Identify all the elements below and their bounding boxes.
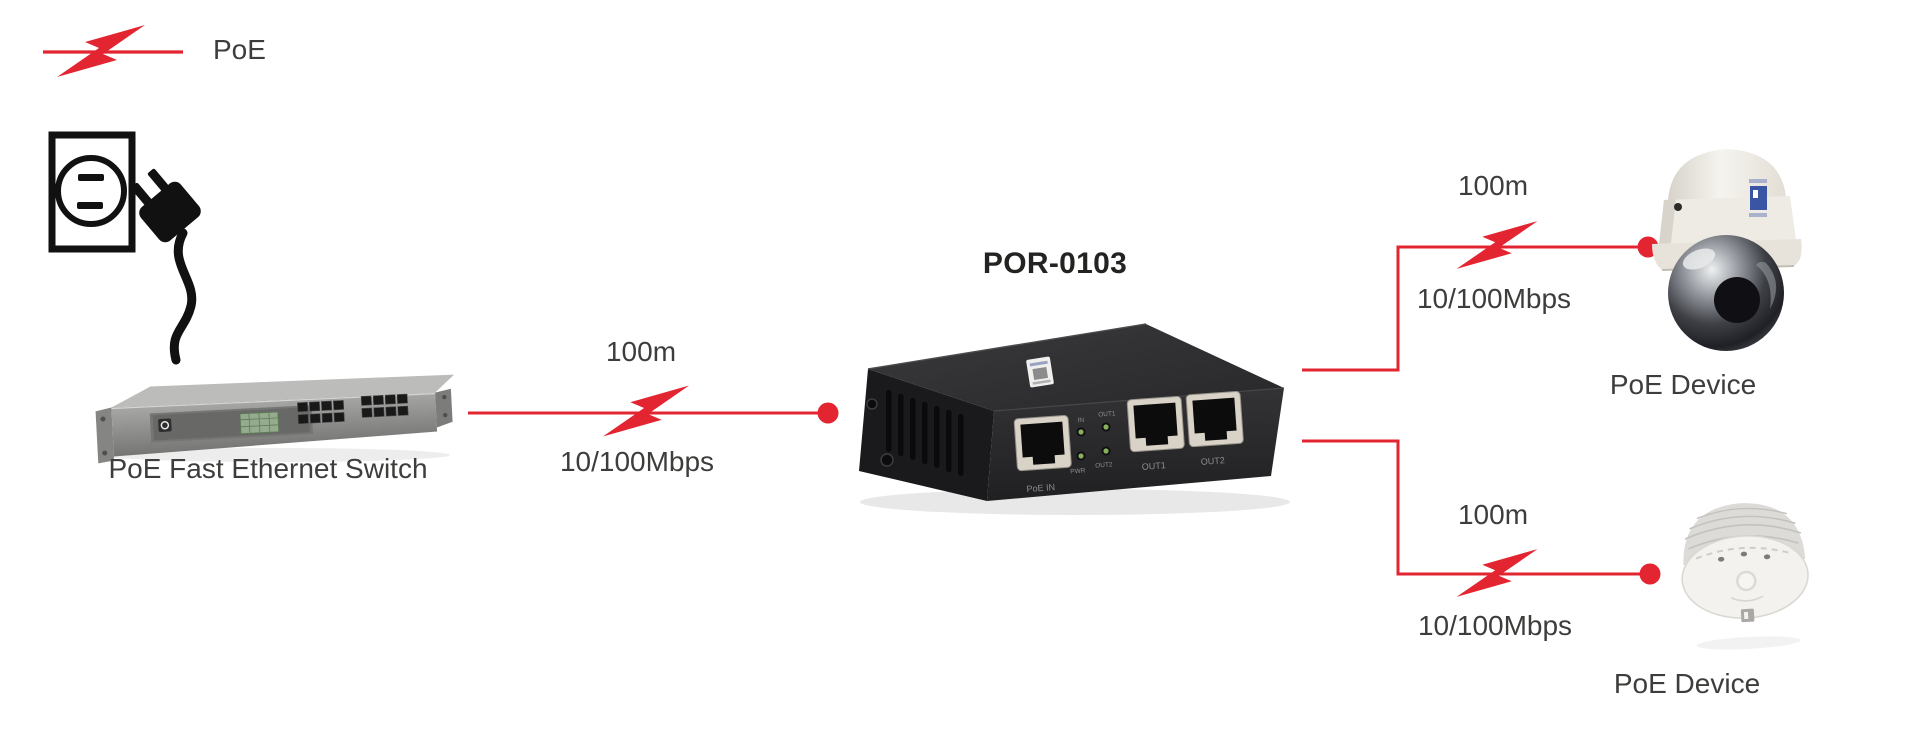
screw-hole [1674,203,1682,211]
status-leds [1076,422,1111,461]
poe-legend-icon [43,25,183,77]
lightning-bolt-icon [602,385,690,437]
connection-endpoint-dot [1639,563,1661,585]
port-label-out2: OUT2 [1200,455,1225,467]
link-switch-to-injector [468,385,839,437]
injector-title: POR-0103 [982,247,1128,280]
port-label-out1: OUT1 [1141,460,1166,472]
power-outlet-icon [48,131,136,253]
connection-endpoint-dot [817,402,839,424]
link3-speed-label: 10/100Mbps [1417,610,1573,641]
link2-speed-label: 10/100Mbps [1416,283,1572,314]
port-label-poe-in: PoE IN [1026,482,1055,494]
rj45-port-poe-in [1013,414,1072,472]
switch-logo [158,418,172,433]
access-point-label: PoE Device [1613,668,1761,699]
switch-port-group-2 [360,393,409,418]
vent-grille [886,390,964,476]
led-label-pwr: PWR [1070,467,1086,475]
link-injector-to-access-point [1302,439,1661,597]
link1-speed-label: 10/100Mbps [559,446,715,477]
switch-label: PoE Fast Ethernet Switch [108,453,428,484]
access-point-illustration [1681,503,1809,650]
switch-lcd [239,411,280,435]
led-label-out1: OUT1 [1098,410,1116,418]
led-label-out2: OUT2 [1095,461,1113,469]
screw-hole [880,453,894,467]
led-label-in: IN [1077,417,1084,424]
ap-led [1717,556,1725,562]
rj45-port-out1 [1126,395,1185,453]
screw-hole [866,398,878,410]
legend-label: PoE [213,34,266,65]
injector-illustration: IN OUT1 PWR OUT2 PoE IN OUT1 OUT2 [859,323,1290,515]
camera-label: PoE Device [1609,369,1757,400]
rj45-port-out2 [1185,390,1244,448]
switch-illustration [95,374,455,464]
ap-logo [1740,608,1755,623]
power-plug-icon [131,168,201,243]
switch-port-group-1 [297,400,345,425]
link1-distance-label: 100m [605,336,677,367]
link2-distance-label: 100m [1457,170,1529,201]
link3-distance-label: 100m [1457,499,1529,530]
lightning-bolt-icon [1456,221,1538,269]
injector-logo [1026,356,1054,388]
camera-illustration [1652,149,1802,351]
camera-logo [1749,179,1767,217]
ap-led [1740,551,1748,557]
power-cord [169,228,197,365]
ap-led [1763,554,1771,560]
